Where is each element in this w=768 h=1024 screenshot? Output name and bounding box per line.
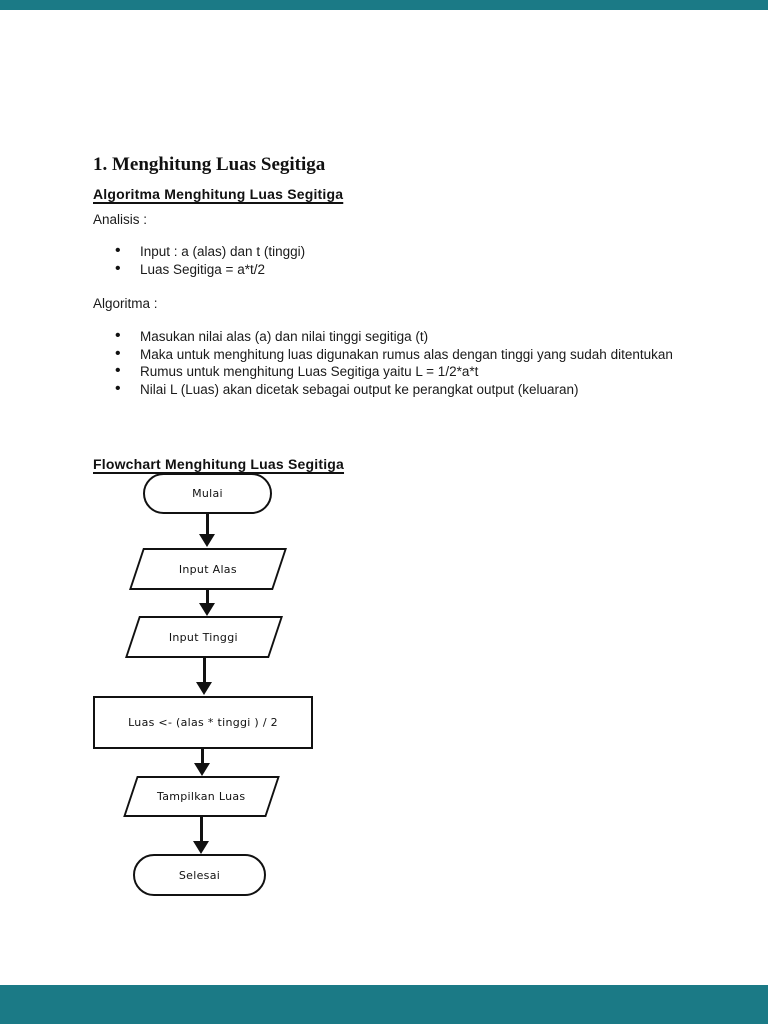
arrow-shaft	[205, 514, 209, 536]
list-item: Maka untuk menghitung luas digunakan rum…	[93, 345, 698, 364]
algoritma-bullet-list: Masukan nilai alas (a) dan nilai tinggi …	[93, 327, 698, 399]
page-title: 1. Menghitung Luas Segitiga	[93, 154, 326, 175]
flowchart-node-label: Selesai	[178, 868, 221, 882]
arrow-head-icon	[194, 763, 210, 776]
flowchart-node-label: Luas <- (alas * tinggi ) / 2	[128, 716, 278, 729]
flowchart-node-input-alas: Input Alas	[129, 548, 287, 590]
flowchart-node-label: Mulai	[192, 487, 223, 500]
algoritma-section-heading: Algoritma Menghitung Luas Segitiga	[93, 186, 344, 202]
flowchart-node-start: Mulai	[143, 473, 272, 514]
list-item: Input : a (alas) dan t (tinggi)	[93, 242, 698, 261]
arrow-shaft	[202, 658, 206, 684]
list-item: Rumus untuk menghitung Luas Segitiga yai…	[93, 362, 698, 381]
flow-arrow	[199, 514, 215, 547]
flowchart-node-label: Input Alas	[178, 562, 238, 576]
viewer-letterbox-top	[0, 0, 768, 10]
arrow-head-icon	[193, 841, 209, 854]
flowchart-node-process-luas: Luas <- (alas * tinggi ) / 2	[93, 696, 313, 749]
arrow-head-icon	[199, 603, 215, 616]
arrow-head-icon	[196, 682, 212, 695]
flowchart-section-heading: Flowchart Menghitung Luas Segitiga	[93, 456, 345, 472]
flow-arrow	[193, 817, 209, 854]
viewer-letterbox-bottom	[0, 985, 768, 1024]
flowchart-node-label: Input Tinggi	[169, 630, 239, 644]
flow-arrow	[199, 590, 215, 616]
flowchart-node-input-tinggi: Input Tinggi	[125, 616, 283, 658]
flow-arrow	[194, 749, 210, 776]
arrow-shaft	[200, 749, 204, 765]
flow-arrow	[196, 658, 212, 695]
document-page: 1. Menghitung Luas Segitiga Algoritma Me…	[0, 10, 768, 985]
algoritma-label: Algoritma :	[93, 296, 158, 311]
list-item: Luas Segitiga = a*t/2	[93, 260, 698, 279]
analisis-bullet-list: Input : a (alas) dan t (tinggi) Luas Seg…	[93, 242, 698, 279]
flowchart-node-end: Selesai	[133, 854, 266, 896]
flowchart-node-output-luas: Tampilkan Luas	[123, 776, 280, 817]
arrow-head-icon	[199, 534, 215, 547]
analisis-label: Analisis :	[93, 212, 148, 227]
list-item: Nilai L (Luas) akan dicetak sebagai outp…	[93, 380, 698, 399]
flowchart-node-label: Tampilkan Luas	[157, 790, 246, 803]
list-item: Masukan nilai alas (a) dan nilai tinggi …	[93, 327, 698, 346]
arrow-shaft	[199, 817, 203, 843]
arrow-shaft	[205, 590, 209, 605]
